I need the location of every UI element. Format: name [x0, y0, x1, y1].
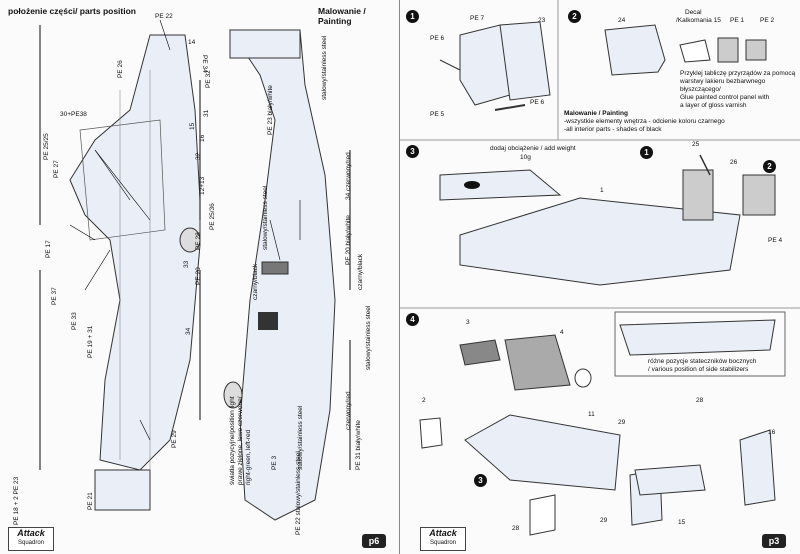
callout-15: 15 — [189, 122, 196, 130]
s3-pe4: PE 4 — [768, 237, 783, 244]
s4-16: 16 — [768, 429, 776, 436]
s1-pe6b: PE 6 — [530, 99, 545, 106]
callout-pe2525: PE 25/25 — [43, 133, 50, 160]
callout-pe29: PE 29 — [171, 430, 178, 448]
right-page: 1 2 3 4 PE 6 PE 7 23 PE 6 PE 5 24 Decal … — [400, 0, 800, 554]
callout-1213: 12+13 — [199, 176, 206, 195]
callout-34: 34 — [185, 327, 192, 335]
callout-32: 32 — [195, 152, 202, 160]
s1-pe5: PE 5 — [430, 111, 445, 118]
step-3-badge: 3 — [406, 145, 419, 158]
step-2-badge: 2 — [568, 10, 581, 23]
s3-25: 25 — [692, 141, 700, 148]
paint-stalowy-4: stalowy/stainless steel — [297, 405, 304, 470]
s4-2: 2 — [422, 397, 426, 404]
s1-23: 23 — [538, 17, 546, 24]
assembly-drawings — [400, 0, 800, 536]
left-page: położenie części/ parts position Malowan… — [8, 0, 400, 554]
page-number-right: p3 — [762, 534, 786, 548]
callout-pe32: PE 32 — [205, 70, 212, 88]
callout-16: 16 — [199, 134, 206, 142]
paint-czerwony-1: 34 czerwony/red — [345, 152, 352, 200]
paint-lights-2: prawe zielone, lewe czerwone/ — [237, 396, 244, 485]
callout-pe18: PE 18 + 2 PE 23 — [13, 476, 20, 525]
s2-pe1: PE 1 — [730, 17, 745, 24]
paint-stalowy-2: stalowy/stainless steel — [262, 185, 269, 250]
page-number-left: p6 — [362, 534, 386, 548]
paint-stalowy-1: stalowy/stainless steel — [321, 35, 328, 100]
paint-lights: światła pozycyjne/position light — [229, 396, 236, 485]
s3-circle-2: 2 — [763, 160, 776, 173]
s2-decal: Decal — [685, 9, 702, 16]
s3-circle-1: 1 — [640, 146, 653, 159]
callout-pe22: PE 22 — [155, 13, 173, 20]
paint-stalowy-3: stalowy/stainless steel — [365, 305, 372, 370]
s3-26: 26 — [730, 159, 738, 166]
callout-pe30: 30+PE38 — [60, 111, 87, 118]
s4-29: 29 — [618, 419, 626, 426]
s1-pe7: PE 7 — [470, 15, 485, 22]
callout-pe27: PE 27 — [53, 160, 60, 178]
callout-pe33: PE 33 — [71, 312, 78, 330]
paint-pe23: PE 23 biały/white — [267, 85, 274, 135]
s4-4: 4 — [560, 329, 564, 336]
s4-28b: 28 — [512, 525, 520, 532]
s1-pe6: PE 6 — [430, 35, 445, 42]
callout-pe1931: PE 19 + 31 — [87, 325, 94, 358]
parts-position-header: położenie części/ parts position — [8, 6, 136, 16]
callout-pe28: PE 28 — [195, 232, 202, 250]
callout-pe26: PE 26 — [117, 60, 124, 78]
paint-czerwony-2: czerwony/red — [345, 391, 352, 430]
paint-czarny-2: czarny/black — [357, 253, 364, 290]
paint-pe31: PE 31 biały/white — [355, 420, 362, 470]
step-1-badge: 1 — [406, 10, 419, 23]
s2-pe2: PE 2 — [760, 17, 775, 24]
painting-header: Malowanie / Painting — [318, 6, 366, 26]
s4-28: 28 — [696, 397, 704, 404]
paint-pe20: PE 20 biały/white — [345, 215, 352, 265]
s2-24: 24 — [618, 17, 626, 24]
paint-pe3: PE 3 — [271, 455, 278, 470]
callout-pe2536: PE 25/36 — [209, 203, 216, 230]
callout-14: 14 — [188, 39, 196, 46]
callout-pe37: PE 37 — [51, 287, 58, 305]
paint-czarny: czarny/black — [252, 263, 259, 300]
callout-pe17: PE 17 — [45, 240, 52, 258]
callout-31: 31 — [203, 109, 210, 117]
s4-15: 15 — [678, 519, 686, 526]
stabilizer-note: różne pozycje stateczników bocznych/ var… — [648, 358, 757, 373]
s3-weight: dodaj obciążenie / add weight — [490, 145, 576, 152]
painting-note: Malowanie / Painting-wszystkie elementy … — [564, 110, 725, 133]
s3-weight-value: 10g — [520, 154, 531, 161]
s4-3: 3 — [466, 319, 470, 326]
s2-kal: /Kalkomania 15 — [676, 17, 721, 24]
callout-pe20: PE 20 — [195, 267, 202, 285]
step-4-badge: 4 — [406, 313, 419, 326]
aircraft-drawings — [39, 19, 351, 521]
s4-29b: 29 — [600, 517, 608, 524]
s3-1: 1 — [600, 187, 604, 194]
paint-lights-3: right-green, left-red — [245, 429, 252, 485]
s4-11: 11 — [588, 411, 595, 418]
s4-circle-3: 3 — [474, 474, 487, 487]
callout-pe21: PE 21 — [87, 492, 94, 510]
callout-33: 33 — [183, 260, 190, 268]
